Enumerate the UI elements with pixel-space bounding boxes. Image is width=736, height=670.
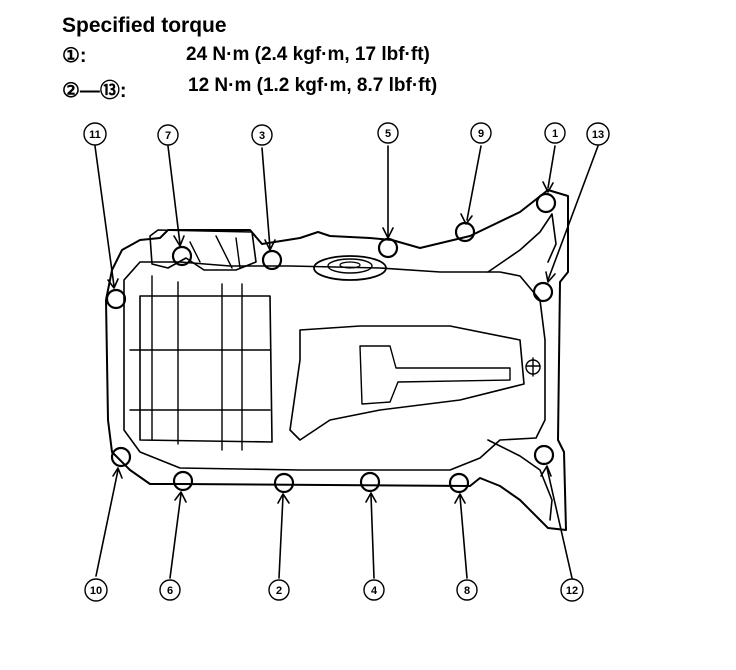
bolt-group (105, 192, 557, 494)
leader-13 (547, 145, 599, 281)
leader-11 (94, 145, 115, 287)
arrowhead-1 (542, 181, 554, 193)
callout-4-text: 4 (371, 585, 378, 597)
leader-7 (167, 145, 181, 245)
callout-11-text: 11 (89, 129, 101, 141)
arrowhead-13 (545, 271, 556, 283)
bolt-6 (172, 470, 194, 492)
arrowhead-6 (174, 491, 187, 503)
bolt-11 (105, 288, 127, 310)
upper-bracket-struts (189, 235, 241, 269)
callout-13-text: 13 (592, 129, 604, 141)
leader-lines (94, 145, 599, 579)
callout-1: 1 (544, 122, 566, 144)
callout-2-text: 2 (276, 585, 282, 597)
front-panel (139, 295, 273, 443)
oil-strainer-inner (327, 258, 373, 274)
arrowhead-11 (107, 278, 119, 289)
callout-2: 2 (268, 579, 290, 601)
callout-3: 3 (251, 124, 273, 146)
callout-3-text: 3 (259, 130, 265, 142)
spec-2-value: 12 N·m (1.2 kgf·m, 8.7 lbf·ft) (188, 75, 438, 96)
sump-inner (359, 345, 511, 405)
bolt-3 (261, 249, 283, 271)
oil-pan-outline (105, 189, 569, 531)
callout-labels: 1 2 3 4 5 6 7 8 9 10 11 12 13 (83, 122, 610, 602)
arrowhead-3 (264, 239, 276, 251)
arrowhead-10 (112, 467, 123, 479)
bolt-12 (533, 444, 555, 466)
callout-13: 13 (586, 122, 610, 146)
callout-8-text: 8 (464, 585, 470, 597)
oil-strainer-core (339, 261, 361, 269)
arrowhead-2 (277, 493, 290, 504)
spec-1-key: ①: (62, 45, 87, 67)
callout-1-text: 1 (552, 128, 558, 140)
upper-bracket-left (149, 229, 257, 271)
callout-12-text: 12 (566, 585, 578, 597)
leader-8 (459, 495, 468, 579)
callout-11: 11 (83, 122, 107, 146)
arrowhead-9 (460, 213, 473, 225)
bolt-10 (110, 446, 132, 468)
callout-7-text: 7 (165, 130, 171, 142)
arrowhead-4 (365, 492, 377, 503)
leader-2 (278, 495, 284, 579)
oil-pan-flange (123, 261, 546, 471)
arrowhead-12 (540, 465, 552, 477)
leader-4 (370, 494, 375, 579)
spec-2-key: ②—⑬: (62, 80, 127, 102)
callout-7: 7 (157, 124, 179, 146)
leader-3 (261, 147, 271, 249)
callout-10: 10 (84, 578, 108, 602)
rear-bracket (487, 213, 557, 521)
leader-6 (169, 493, 182, 579)
callout-8: 8 (456, 579, 478, 601)
specified-torque-title: Specified torque (62, 14, 227, 37)
sump-recess (289, 325, 525, 441)
callout-9-text: 9 (478, 128, 484, 140)
callout-6-text: 6 (167, 585, 173, 597)
leader-12 (546, 467, 573, 579)
bolt-13 (532, 281, 554, 303)
callout-4: 4 (363, 579, 385, 601)
spec-1-value: 24 N·m (2.4 kgf·m, 17 lbf·ft) (186, 44, 430, 65)
callout-12: 12 (560, 578, 584, 602)
drain-plug (525, 359, 541, 375)
callout-6: 6 (159, 579, 181, 601)
bolt-4 (359, 471, 381, 493)
bolt-1 (535, 192, 557, 214)
callout-5: 5 (377, 122, 399, 144)
leader-1 (547, 145, 556, 189)
arrowhead-5 (382, 227, 394, 239)
leader-9 (466, 145, 482, 221)
callout-10-text: 10 (90, 585, 102, 597)
leader-10 (95, 469, 119, 577)
bolt-8 (448, 472, 470, 494)
callout-9: 9 (470, 122, 492, 144)
oil-strainer-outer (313, 255, 387, 281)
bolt-9 (454, 221, 476, 243)
bolt-7 (171, 245, 193, 267)
drain-mark (525, 357, 541, 377)
arrowhead-7 (173, 235, 185, 247)
bolt-5 (377, 237, 399, 259)
callout-5-text: 5 (385, 128, 391, 140)
arrowhead-8 (454, 493, 466, 504)
bolt-2 (273, 472, 295, 494)
